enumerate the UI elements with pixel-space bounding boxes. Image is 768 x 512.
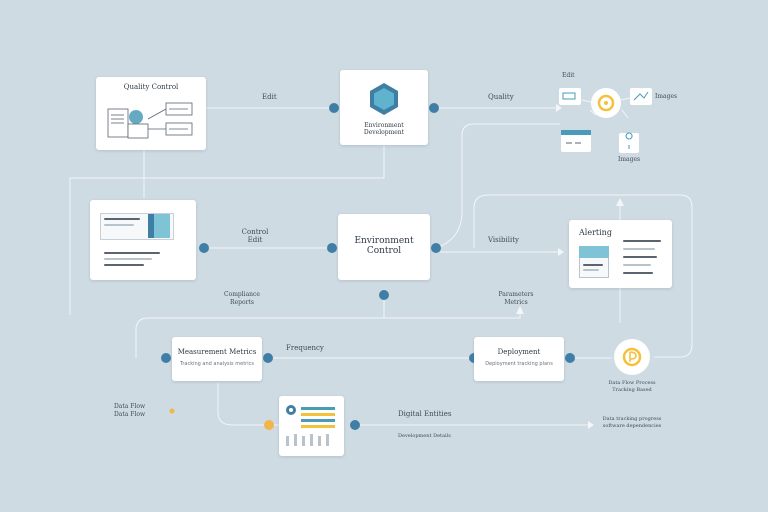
card-environment-development-title: Environment Development xyxy=(363,122,405,136)
card-alerting[interactable]: Alerting xyxy=(569,220,672,288)
mini-card-location[interactable] xyxy=(619,133,639,153)
card-deployment-title: Deployment xyxy=(497,348,541,356)
label-images-2: Images xyxy=(618,156,641,163)
arrow-data-tracking xyxy=(588,421,594,429)
node-measure-out[interactable] xyxy=(263,353,273,363)
node-entities-in[interactable] xyxy=(264,420,274,430)
node-envctrl-down[interactable] xyxy=(379,290,389,300)
label-edit-small: Edit xyxy=(562,72,575,79)
arrow-up-alerting xyxy=(616,198,624,206)
node-small-orange xyxy=(169,408,175,414)
card-deployment-sub: Deployment tracking plans xyxy=(485,361,553,367)
connector-envctrl-up xyxy=(435,123,560,249)
card-measurement-sub: Tracking and analysis metrics xyxy=(180,361,254,367)
label-data-tracking: Data tracking progress software dependen… xyxy=(602,416,662,429)
card-deployment[interactable]: Deployment Deployment tracking plans xyxy=(474,337,564,381)
label-data-flow-2: Data Flow xyxy=(114,411,146,418)
card-environment-control[interactable]: Environment Control xyxy=(338,214,430,280)
location-pin-icon xyxy=(625,132,633,149)
label-quality: Quality xyxy=(488,93,514,101)
label-digital-entities-sub: Development Details xyxy=(398,433,451,439)
image-icon xyxy=(562,92,576,100)
document-icon xyxy=(107,102,193,139)
node-entities-out[interactable] xyxy=(350,420,360,430)
gear-icon xyxy=(597,94,615,112)
node-env-dev-out[interactable] xyxy=(429,103,439,113)
arrow-alerting xyxy=(558,248,564,256)
connector-loop-right xyxy=(473,194,693,358)
card-environment-control-title: Environment Control xyxy=(354,236,414,256)
label-edit: Edit xyxy=(262,93,277,101)
coin-gauge xyxy=(614,339,650,375)
connector-env-dev-loop xyxy=(69,144,385,315)
label-digital-entities: Digital Entities xyxy=(398,410,452,418)
hexagon-icon xyxy=(370,83,398,115)
node-measure-in[interactable] xyxy=(161,353,171,363)
label-gauge-caption: Data Flow Process Tracking Based xyxy=(608,380,656,393)
card-checklist[interactable] xyxy=(90,200,196,280)
node-envctrl-in[interactable] xyxy=(327,243,337,253)
label-control-edit: Control Edit xyxy=(241,228,269,244)
label-frequency: Frequency xyxy=(286,344,324,352)
mini-card-images[interactable] xyxy=(630,88,652,105)
connector-nodes xyxy=(161,103,575,430)
coin-circle[interactable] xyxy=(614,339,650,375)
label-visibility: Visibility xyxy=(488,236,519,244)
dashboard-icon xyxy=(561,130,591,135)
card-environment-development[interactable]: Environment Development xyxy=(340,70,428,145)
card-digital-entities[interactable] xyxy=(279,396,344,456)
label-parameters-metrics: Parameters Metrics xyxy=(498,291,534,306)
card-quality-control-title: Quality Control xyxy=(123,83,179,91)
connector-middle-bus xyxy=(135,312,521,358)
node-doc-out[interactable] xyxy=(199,243,209,253)
chart-icon xyxy=(633,91,649,101)
card-measurement-title: Measurement Metrics xyxy=(177,348,257,356)
card-alerting-title: Alerting xyxy=(579,228,612,237)
gear-cluster xyxy=(559,88,652,153)
connector-lines xyxy=(69,107,693,426)
arrow-quality xyxy=(556,104,562,112)
node-envctrl-out[interactable] xyxy=(431,243,441,253)
node-deploy-out[interactable] xyxy=(565,353,575,363)
mini-card-dashboard[interactable] xyxy=(561,130,591,152)
card-measurement[interactable]: Measurement Metrics Tracking and analysi… xyxy=(172,337,262,381)
connector-measure-down xyxy=(217,383,280,426)
label-data-flow-1: Data Flow xyxy=(114,403,146,410)
card-quality-control[interactable]: Quality Control xyxy=(96,77,206,150)
node-env-dev-in[interactable] xyxy=(329,103,339,113)
label-compliance-reports: Compliance Reports xyxy=(224,291,260,306)
label-images: Images xyxy=(655,93,678,100)
arrow-up-bus xyxy=(516,306,524,314)
coin-icon xyxy=(622,347,642,367)
arrow-heads xyxy=(516,104,624,429)
mini-card-edit[interactable] xyxy=(559,88,581,105)
